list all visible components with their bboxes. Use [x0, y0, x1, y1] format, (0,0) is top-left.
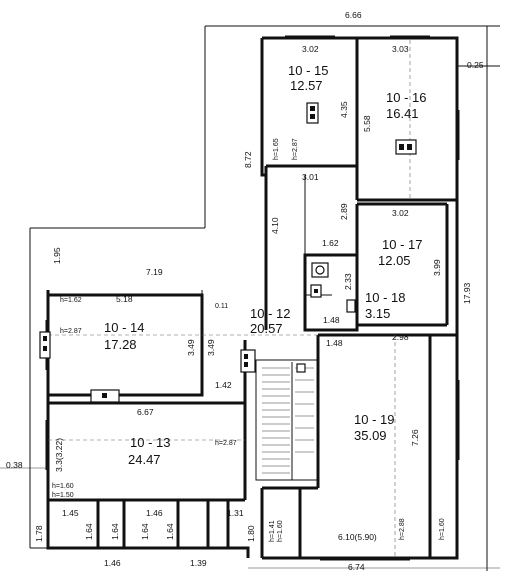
room-labels: 10 - 15 12.57 10 - 16 16.41 10 - 17 12.0…: [104, 63, 426, 467]
dim-corridor-410: 4.10: [270, 217, 280, 234]
dim-room19-h160: h=1.60: [439, 518, 446, 540]
dim-bottom-146: 1.46: [104, 558, 121, 568]
dim-booth-164c: 1.64: [140, 523, 150, 540]
dim-room14-h287: h=2.87: [60, 328, 82, 335]
dim-booth-180: 1.80: [246, 525, 256, 542]
room-10-18-area: 3.15: [365, 306, 390, 321]
dim-room14-349: 3.49: [186, 339, 196, 356]
dim-booth-164d: 1.64: [165, 523, 175, 540]
dim-room12-148: 1.48: [326, 338, 343, 348]
dim-room15-top: 3.02: [302, 44, 319, 54]
room-10-19-id: 10 - 19: [354, 412, 394, 427]
dim-left-038: 0.38: [6, 460, 23, 470]
room-10-17-id: 10 - 17: [382, 237, 422, 252]
dim-booth-145: 1.45: [62, 508, 79, 518]
radiator-icon: [395, 139, 417, 155]
room-10-16-id: 10 - 16: [386, 90, 426, 105]
dim-room14-518: 5.18: [116, 294, 133, 304]
room-10-18-id: 10 - 18: [365, 290, 405, 305]
dim-room13-33: 3.3(3.22): [54, 438, 64, 472]
room-10-17-area: 12.05: [378, 253, 411, 268]
dim-room13-h160: h=1.60: [52, 483, 74, 490]
room-10-13-area: 24.47: [128, 452, 161, 467]
dim-room18-148: 1.48: [323, 315, 340, 325]
radiator-icon: [306, 102, 319, 124]
dim-wall-011: 0.11: [215, 303, 228, 310]
radiator-icon: [240, 349, 256, 373]
dim-room13-667: 6.67: [137, 407, 154, 417]
dim-room17-top: 3.02: [392, 208, 409, 218]
dim-stair-142: 1.42: [215, 380, 232, 390]
room-10-15-area: 12.57: [290, 78, 323, 93]
radiator-icon: [346, 299, 356, 313]
dim-room19-h288: h=2.88: [399, 518, 406, 540]
dim-booth-164a: 1.64: [84, 523, 94, 540]
dim-room19-610: 6.10(5.90): [338, 532, 377, 542]
dim-left-195: 1.95: [52, 247, 62, 264]
dim-room13-h287: h=2.87: [215, 440, 237, 447]
dim-room14-h162: h=1.62: [60, 297, 82, 304]
dim-left-872: 8.72: [243, 151, 253, 168]
dim-room19-298: 2.98: [392, 332, 409, 342]
staircase: [262, 362, 314, 480]
room-10-14-id: 10 - 14: [104, 320, 144, 335]
radiator-icon: [39, 331, 51, 359]
fixtures: [39, 102, 417, 403]
dim-right-1793: 17.93: [462, 282, 472, 304]
dim-overall-top: 6.66: [345, 10, 362, 20]
dim-booth-131: 1.31: [227, 508, 244, 518]
dim-booth-178: 1.78: [34, 525, 44, 542]
dim-room13-h150: h=1.50: [52, 492, 74, 499]
room-10-15-id: 10 - 15: [288, 63, 328, 78]
dim-wall-719: 7.19: [146, 267, 163, 277]
dim-booth-164b: 1.64: [110, 523, 120, 540]
dim-side-025: 0.25: [467, 60, 484, 70]
room-10-19-area: 35.09: [354, 428, 387, 443]
dim-room18-233: 2.33: [343, 273, 353, 290]
room-10-14-area: 17.28: [104, 337, 137, 352]
dim-room16-top: 3.03: [392, 44, 409, 54]
room-10-16-area: 16.41: [386, 106, 419, 121]
outer-walls: [0, 25, 500, 571]
dim-room15-h165: h=1.65: [273, 138, 280, 160]
dim-room15-h287: h=2.87: [292, 138, 299, 160]
height-lines: [48, 40, 411, 558]
dim-bottom-674: 6.74: [348, 562, 365, 571]
dim-corridor-301: 3.01: [302, 172, 319, 182]
dimension-labels: 6.66 3.02 3.03 0.25 4.35 5.58 8.72 h=1.6…: [6, 10, 484, 571]
dim-room16-height: 5.58: [362, 115, 372, 132]
dim-room12-349: 3.49: [206, 339, 216, 356]
dim-room19-726: 7.26: [410, 429, 420, 446]
dim-room15-height: 4.35: [339, 101, 349, 118]
room-10-12-area: 20.57: [250, 321, 283, 336]
dim-booth-h160s: h=1.60: [277, 520, 284, 542]
dim-corridor-162: 1.62: [322, 238, 339, 248]
dim-booth-146: 1.46: [146, 508, 163, 518]
room-10-12-id: 10 - 12: [250, 306, 290, 321]
dim-room17-height: 3.99: [432, 259, 442, 276]
room-10-13-id: 10 - 13: [130, 435, 170, 450]
dim-booth-h141: h=1.41: [269, 520, 276, 542]
dim-bottom-139: 1.39: [190, 558, 207, 568]
dim-corridor-289: 2.89: [339, 203, 349, 220]
